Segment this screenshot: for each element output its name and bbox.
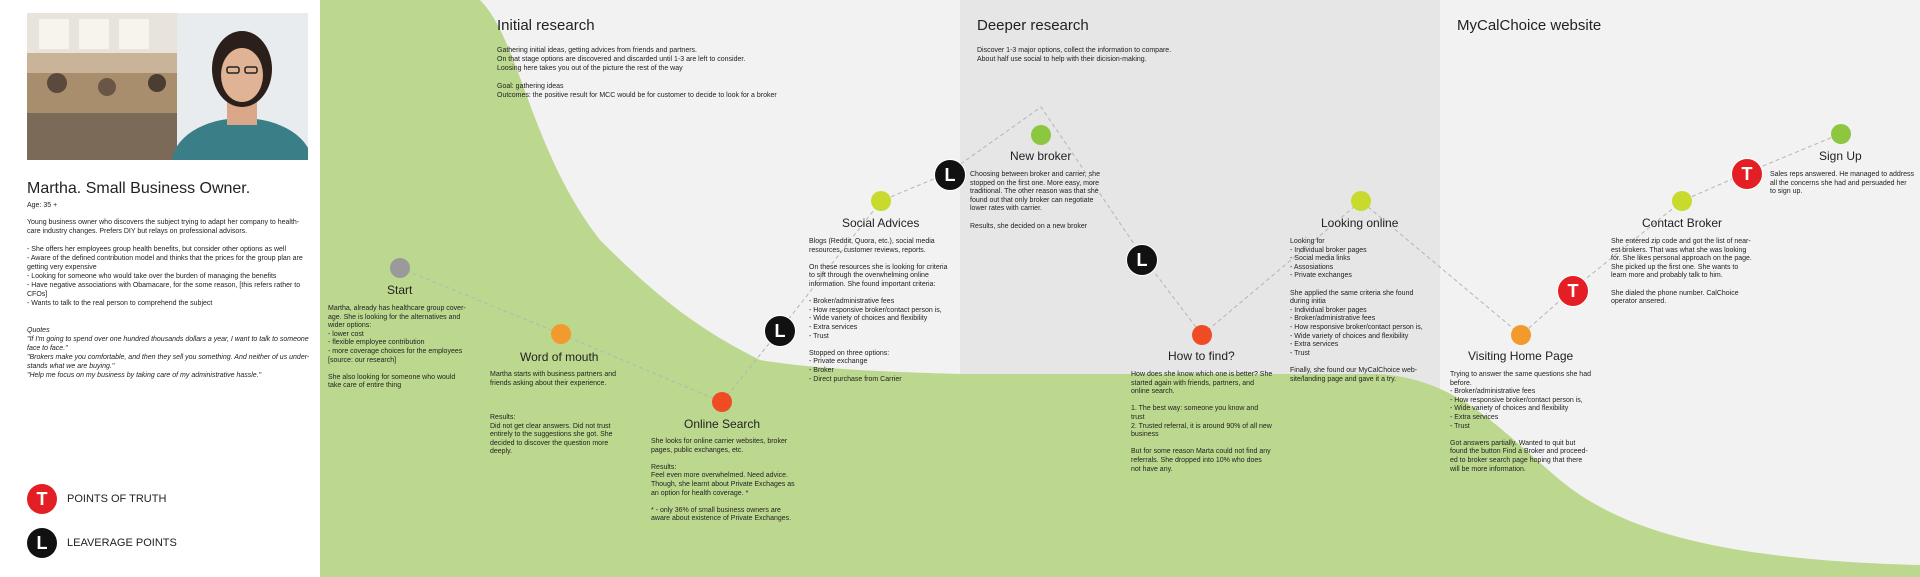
online-search-node (712, 392, 732, 412)
new-broker-node (1031, 125, 1051, 145)
phase-description: Gathering initial ideas, getting advices… (497, 47, 777, 99)
how-to-find-node (1192, 325, 1212, 345)
stage-title: Social Advices (842, 216, 920, 230)
leverage-marker-icon: L (934, 159, 966, 191)
stage-description: She looks for online carrier websites, b… (651, 438, 795, 523)
points-of-truth-icon: T (27, 484, 57, 514)
persona-name: Martha. Small Business Owner. (27, 180, 251, 197)
contact-broker-node (1672, 191, 1692, 211)
phase-title: Initial research (497, 17, 595, 34)
persona-panel: Martha. Small Business Owner. Age: 35 + … (0, 0, 320, 577)
phase-title: MyCalChoice website (1457, 17, 1602, 34)
phase-description: Discover 1-3 major options, collect the … (977, 47, 1172, 63)
stage-title: Online Search (684, 417, 761, 431)
leverage-marker-icon: L (1126, 244, 1158, 276)
persona-photo (27, 13, 308, 160)
looking-online-node (1351, 191, 1371, 211)
leverage-points-label: LEAVERAGE POINTS (67, 537, 177, 549)
persona-description: Young business owner who discovers the s… (27, 219, 303, 307)
stage-description: Choosing between broker and carrier, she… (970, 171, 1100, 230)
emotion-curve-area (320, 0, 1920, 577)
points-of-truth-label: POINTS OF TRUTH (67, 493, 167, 505)
visiting-home-page-node (1511, 325, 1531, 345)
word-of-mouth-node (551, 324, 571, 344)
persona-age: Age: 35 + (27, 202, 58, 209)
persona-quotes: Quotes "If I'm going to spend over one h… (27, 327, 310, 379)
sign-up-node (1831, 124, 1851, 144)
stage-title: Word of mouth (520, 350, 599, 364)
stage-description: She entered zip code and got the list of… (1611, 238, 1752, 306)
stage-description: Martha starts with business partners and… (490, 371, 617, 456)
phase-title: Deeper research (977, 17, 1089, 34)
leverage-points-icon: L (27, 528, 57, 558)
stage-title: Looking online (1321, 216, 1399, 230)
stage-description: Trying to answer the same questions she … (1450, 371, 1591, 473)
start-node (390, 258, 410, 278)
stage-title: Contact Broker (1642, 216, 1723, 230)
stage-title: New broker (1010, 149, 1072, 163)
stage-description: How does she know which one is better? S… (1131, 371, 1273, 473)
stage-title: How to find? (1168, 349, 1235, 363)
stage-title: Visiting Home Page (1468, 349, 1574, 363)
stage-description: Martha, already has healthcare group cov… (328, 305, 466, 390)
stage-description: Sales reps answered. He managed to addre… (1770, 171, 1914, 196)
social-advices-node (871, 191, 891, 211)
stage-title: Sign Up (1819, 149, 1862, 163)
stage-description: Blogs (Reddit, Quora, etc.), social medi… (809, 238, 948, 383)
leverage-marker-icon: L (764, 315, 796, 347)
truth-marker-icon: T (1731, 158, 1763, 190)
stage-title: Start (387, 283, 413, 297)
stage-description: Looking for - Individual broker pages - … (1290, 238, 1423, 383)
truth-marker-icon: T (1557, 275, 1589, 307)
